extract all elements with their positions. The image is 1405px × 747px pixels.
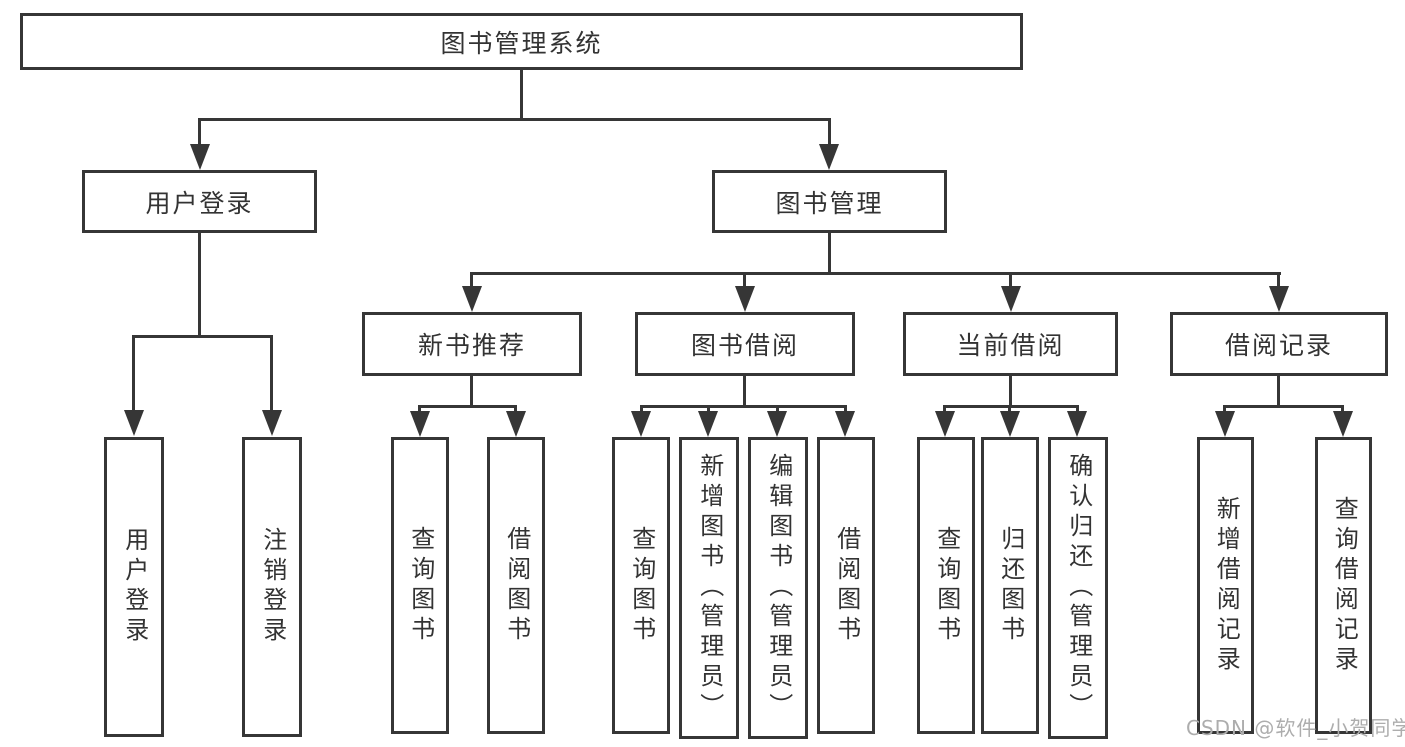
connector-line xyxy=(418,405,517,408)
arrow-down-icon xyxy=(506,411,526,437)
node-new-book-recommend: 新书推荐 xyxy=(362,312,582,376)
connector-line xyxy=(743,376,746,405)
node-book-borrow-label: 图书借阅 xyxy=(690,331,799,360)
connector-line xyxy=(198,232,201,335)
connector-line xyxy=(470,272,1281,275)
leaf-logout-login: 注销登录 xyxy=(242,437,302,737)
node-book-management: 图书管理 xyxy=(712,170,947,233)
node-borrow-record: 借阅记录 xyxy=(1170,312,1388,376)
leaf-query-book-1: 查询图书 xyxy=(391,437,449,734)
leaf-user-login: 用户登录 xyxy=(104,437,164,737)
arrow-down-icon xyxy=(190,144,210,170)
connector-line xyxy=(1223,405,1226,413)
node-user-login-label: 用户登录 xyxy=(145,188,254,218)
arrow-down-icon xyxy=(462,286,482,312)
connector-line xyxy=(198,118,831,121)
connector-line xyxy=(707,405,710,413)
leaf-add-book-admin-label: 新增图书（管理员） xyxy=(695,453,724,723)
leaf-query-book-2-label: 查询图书 xyxy=(627,525,656,646)
arrow-down-icon xyxy=(935,411,955,437)
arrow-down-icon xyxy=(631,411,651,437)
leaf-query-book-3: 查询图书 xyxy=(917,437,975,734)
connector-line xyxy=(132,335,135,412)
connector-line xyxy=(470,376,473,405)
node-root-label: 图书管理系统 xyxy=(440,28,603,58)
connector-line xyxy=(470,272,473,288)
connector-line xyxy=(514,405,517,413)
leaf-edit-book-admin-label: 编辑图书（管理员） xyxy=(764,453,793,723)
connector-line xyxy=(776,405,779,413)
connector-line xyxy=(640,405,643,413)
connector-line xyxy=(132,335,273,338)
leaf-add-borrow-record-label: 新增借阅记录 xyxy=(1212,495,1241,676)
leaf-edit-book-admin: 编辑图书（管理员） xyxy=(748,437,808,739)
connector-line xyxy=(198,118,201,148)
connector-line xyxy=(943,405,1079,408)
arrow-down-icon xyxy=(262,410,282,436)
node-current-borrow: 当前借阅 xyxy=(903,312,1118,376)
csdn-watermark: CSDN @软件_小贺同学 xyxy=(1186,716,1405,740)
arrow-down-icon xyxy=(698,411,718,437)
connector-line xyxy=(1277,376,1280,405)
node-book-borrow: 图书借阅 xyxy=(635,312,855,376)
leaf-confirm-return-admin-label: 确认归还（管理员） xyxy=(1064,453,1093,723)
leaf-add-borrow-record: 新增借阅记录 xyxy=(1197,437,1254,734)
leaf-return-book: 归还图书 xyxy=(981,437,1039,734)
node-current-borrow-label: 当前借阅 xyxy=(956,331,1065,360)
leaf-query-borrow-record: 查询借阅记录 xyxy=(1315,437,1372,734)
connector-line xyxy=(828,232,831,272)
leaf-return-book-label: 归还图书 xyxy=(996,525,1025,646)
connector-line xyxy=(1277,272,1280,288)
node-new-book-recommend-label: 新书推荐 xyxy=(417,331,526,360)
node-root: 图书管理系统 xyxy=(20,13,1023,70)
leaf-user-login-label: 用户登录 xyxy=(120,527,149,647)
connector-line xyxy=(418,405,421,413)
arrow-down-icon xyxy=(1000,411,1020,437)
leaf-logout-login-label: 注销登录 xyxy=(258,527,287,647)
arrow-down-icon xyxy=(1001,286,1021,312)
connector-line xyxy=(270,335,273,412)
arrow-down-icon xyxy=(1269,286,1289,312)
node-book-management-label: 图书管理 xyxy=(775,188,884,218)
node-borrow-record-label: 借阅记录 xyxy=(1224,331,1333,360)
leaf-borrow-book-1-label: 借阅图书 xyxy=(502,525,531,646)
arrow-down-icon xyxy=(1067,411,1087,437)
leaf-borrow-book-1: 借阅图书 xyxy=(487,437,545,734)
connector-line xyxy=(520,69,523,118)
connector-line xyxy=(1008,405,1011,413)
leaf-borrow-book-2: 借阅图书 xyxy=(817,437,875,734)
connector-line xyxy=(1009,272,1012,288)
leaf-add-book-admin: 新增图书（管理员） xyxy=(679,437,739,739)
arrow-down-icon xyxy=(767,411,787,437)
connector-line xyxy=(828,118,831,148)
arrow-down-icon xyxy=(410,411,430,437)
arrow-down-icon xyxy=(1215,411,1235,437)
connector-line xyxy=(1341,405,1344,413)
connector-line xyxy=(1223,405,1343,408)
connector-line xyxy=(640,405,847,408)
node-user-login: 用户登录 xyxy=(82,170,317,233)
leaf-borrow-book-2-label: 借阅图书 xyxy=(832,525,861,646)
leaf-query-book-2: 查询图书 xyxy=(612,437,670,734)
leaf-query-borrow-record-label: 查询借阅记录 xyxy=(1330,495,1359,676)
leaf-query-book-1-label: 查询图书 xyxy=(406,525,435,646)
connector-line xyxy=(1076,405,1079,413)
arrow-down-icon xyxy=(1333,411,1353,437)
connector-line xyxy=(1009,376,1012,405)
connector-line xyxy=(943,405,946,413)
leaf-confirm-return-admin: 确认归还（管理员） xyxy=(1048,437,1108,739)
leaf-query-book-3-label: 查询图书 xyxy=(932,525,961,646)
connector-line xyxy=(844,405,847,413)
arrow-down-icon xyxy=(735,286,755,312)
connector-line xyxy=(743,272,746,288)
arrow-down-icon xyxy=(124,410,144,436)
arrow-down-icon xyxy=(835,411,855,437)
arrow-down-icon xyxy=(819,144,839,170)
